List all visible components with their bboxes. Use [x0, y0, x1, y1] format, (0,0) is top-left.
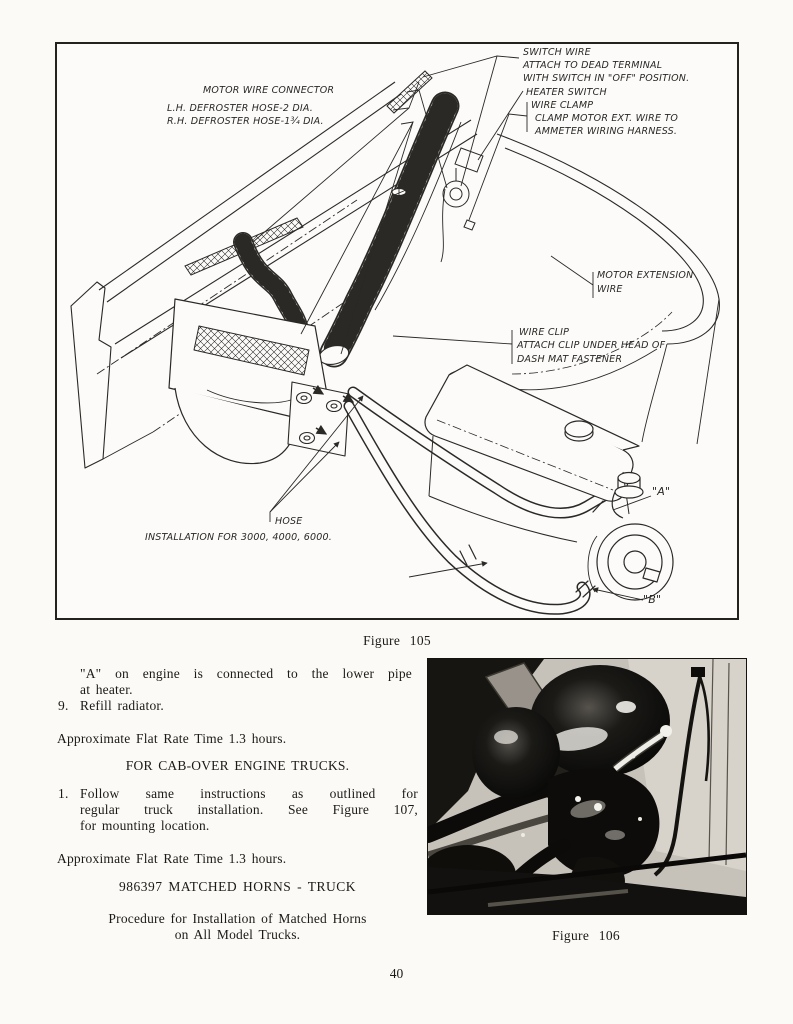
figure-105-caption: Figure 105 — [363, 633, 431, 648]
step8-continuation-line2: at heater. — [80, 682, 133, 697]
main-corrugated-hose — [334, 106, 445, 353]
label-switch-wire-note2: WITH SWITCH IN "OFF" POSITION. — [523, 73, 690, 84]
label-wire-clip: WIRE CLIP — [519, 327, 570, 338]
figure-106-caption: Figure 106 — [552, 928, 620, 943]
heater-installation-line-art — [70, 55, 720, 615]
cabover-heading: FOR CAB-OVER ENGINE TRUCKS. — [125, 758, 350, 773]
label-rh-defroster-hose: R.H. DEFROSTER HOSE-1¾ DIA. — [167, 116, 324, 127]
label-wire-clamp-note2: AMMETER WIRING HARNESS. — [535, 126, 678, 137]
label-motor-extension-wire: WIRE — [597, 284, 623, 295]
label-switch-wire-note1: ATTACH TO DEAD TERMINAL — [523, 60, 663, 71]
procedure-line2: on All Model Trucks. — [174, 927, 301, 942]
flat-rate-note-2: Approximate Flat Rate Time 1.3 hours. — [57, 851, 287, 866]
label-point-b: "B" — [643, 593, 662, 606]
horns-photo-rendering — [420, 658, 747, 921]
label-installation-models: INSTALLATION FOR 3000, 4000, 6000. — [145, 532, 332, 543]
label-lh-defroster-hose: L.H. DEFROSTER HOSE-2 DIA. — [167, 103, 313, 114]
callout-leader-lines — [252, 55, 652, 601]
label-motor-extension: MOTOR EXTENSION — [597, 270, 694, 281]
firewall-panel — [496, 133, 720, 445]
step1-line3: for mounting location. — [80, 818, 210, 833]
procedure-line1: Procedure for Installation of Matched Ho… — [108, 911, 367, 926]
label-motor-wire-connector: MOTOR WIRE CONNECTOR — [203, 85, 335, 96]
engine-block — [424, 364, 674, 601]
mounting-plate-and-bolts — [287, 381, 355, 457]
label-wire-clamp-note1: CLAMP MOTOR EXT. WIRE TO — [535, 113, 679, 124]
step1-line1: Follow same instructions as outlined for — [80, 786, 418, 801]
label-switch-wire: SWITCH WIRE — [523, 47, 591, 58]
label-wire-clamp: WIRE CLAMP — [531, 100, 594, 111]
label-wire-clip-note2: DASH MAT FASTENER — [517, 354, 623, 365]
step9-text: Refill radiator. — [80, 698, 164, 713]
page-number: 40 — [389, 966, 404, 981]
step8-continuation-line1: "A" on engine is connected to the lower … — [80, 666, 412, 681]
heater-switch-and-motor-parts — [374, 121, 484, 311]
matched-horns-heading: 986397 MATCHED HORNS - TRUCK — [118, 879, 357, 894]
label-hose: HOSE — [275, 516, 303, 527]
figure-105-heater-installation-diagram: SWITCH WIRE ATTACH TO DEAD TERMINAL WITH… — [55, 42, 739, 620]
flat-rate-note-1: Approximate Flat Rate Time 1.3 hours. — [57, 731, 287, 746]
label-wire-clip-note1: ATTACH CLIP UNDER HEAD OF — [517, 340, 666, 351]
label-heater-switch: HEATER SWITCH — [526, 87, 607, 98]
step1-marker: 1. — [58, 786, 69, 801]
step9-marker: 9. — [58, 698, 69, 713]
step1-line2: regular truck installation. See Figure 1… — [80, 802, 418, 817]
figure-106-horns-photo — [420, 658, 747, 921]
label-point-a: "A" — [652, 485, 671, 498]
heater-assembly — [168, 298, 328, 465]
heater-water-hoses — [343, 386, 623, 615]
